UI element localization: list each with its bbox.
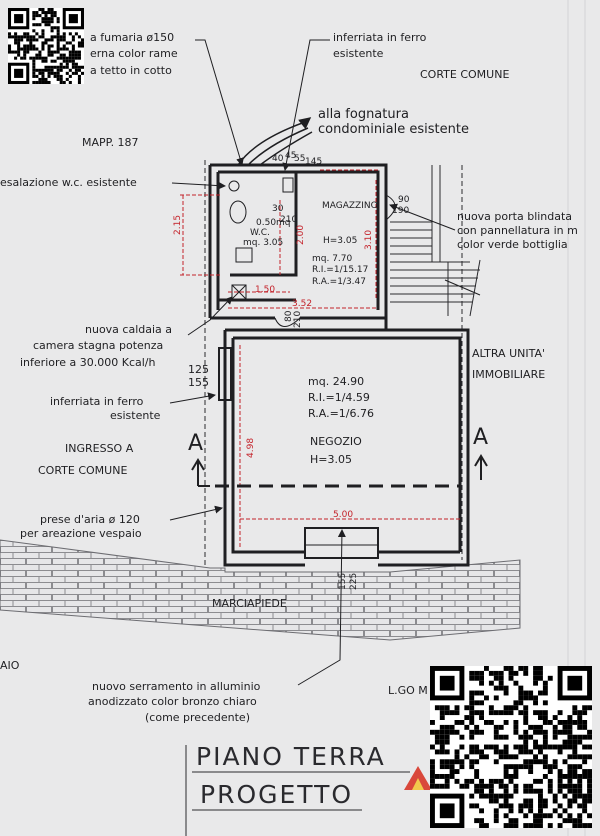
note-caldaia-3: inferiore a 30.000 Kcal/h: [20, 356, 156, 369]
note-altra-2: IMMOBILIARE: [472, 368, 545, 381]
dim-125: 125: [188, 363, 209, 376]
note-canna-fumaria-3: a tetto in cotto: [90, 64, 172, 77]
note-serramento-2: anodizzato color bronzo chiaro: [88, 695, 257, 708]
magazzino-ri: R.I.=1/15.17: [312, 265, 368, 275]
note-ingresso-2: CORTE COMUNE: [38, 464, 127, 477]
negozio-name: NEGOZIO: [310, 435, 362, 448]
qr-code-top-left-graphic: [8, 8, 84, 84]
note-porta-3: color verde bottiglia: [457, 238, 568, 251]
sewer-arrows: [237, 117, 313, 166]
dim-3-10: 3.10: [364, 230, 374, 250]
note-fognatura-1: alla fognatura: [318, 107, 409, 122]
dimension-texts: 40 45 55 145 30 210 2.15 2.00 3.10 90 19…: [173, 151, 410, 590]
negozio-ri: R.I.=1/4.59: [308, 391, 370, 404]
qr-code-bottom-right: [430, 666, 592, 828]
note-esalazione: esalazione w.c. esistente: [0, 176, 137, 189]
left-window: [218, 347, 232, 401]
dim-5-00: 5.00: [333, 510, 353, 520]
dim-225: 225: [349, 573, 359, 590]
magazzino-ra: R.A.=1/3.47: [312, 277, 366, 287]
dim-210a: 210: [280, 215, 297, 225]
negozio-ra: R.A.=1/6.76: [308, 407, 374, 420]
wc-fixtures: [228, 177, 294, 263]
dim-30: 30: [272, 204, 284, 214]
wc-vent: 0.50mq: [256, 218, 291, 228]
sidewalk-brick: [0, 539, 521, 641]
dim-155b: 155: [338, 573, 348, 590]
dim-80: 80: [284, 310, 294, 322]
stairs: [390, 165, 481, 317]
note-caldaia-1: nuova caldaia a: [85, 323, 172, 336]
qr-code-top-left: [8, 8, 84, 84]
wc-label: W.C.: [250, 228, 270, 238]
note-serramento-3: (come precedente): [145, 711, 250, 724]
note-ingresso-1: INGRESSO A: [65, 442, 134, 455]
title-line-2: PROGETTO: [200, 780, 353, 809]
note-aio: AIO: [0, 659, 20, 672]
negozio-area: mq. 24.90: [308, 375, 364, 388]
note-prese-1: prese d'aria ø 120: [40, 513, 140, 526]
dimension-lines: [180, 169, 460, 548]
note-corte-comune-top: CORTE COMUNE: [420, 68, 509, 81]
note-marciapiede: MARCIAPIEDE: [212, 597, 287, 610]
note-canna-fumaria-2: erna color rame: [90, 47, 178, 60]
dim-2-00: 2.00: [296, 225, 306, 245]
dim-40: 40: [272, 154, 284, 164]
note-porta-2: con pannellatura in m: [457, 224, 578, 237]
dim-1-50: 1.50: [255, 285, 275, 295]
note-mapp: MAPP. 187: [82, 136, 139, 149]
note-lgo: L.GO M: [388, 684, 428, 697]
note-canna-fumaria-1: a fumaria ø150: [90, 31, 174, 44]
logo-icon: [404, 766, 432, 790]
note-inferriata-top-2: esistente: [333, 47, 384, 60]
section-label-left: A: [188, 431, 203, 456]
magazzino-name: MAGAZZINO: [322, 201, 378, 211]
magazzino-area: mq. 7.70: [312, 254, 353, 264]
note-inferriata-left-1: inferriata in ferro: [50, 395, 144, 408]
note-caldaia-2: camera stagna potenza: [33, 339, 163, 352]
wc-area: mq. 3.05: [243, 238, 283, 248]
dim-155a: 155: [188, 376, 209, 389]
dim-2-15: 2.15: [173, 215, 183, 235]
title-line-1: PIANO TERRA: [196, 742, 386, 771]
dim-3-52: 3.52: [292, 299, 312, 309]
note-porta-1: nuova porta blindata: [457, 210, 572, 223]
negozio-height: H=3.05: [310, 453, 352, 466]
dim-55: 55: [294, 154, 305, 164]
dim-90: 90: [398, 195, 410, 205]
note-altra-1: ALTRA UNITA': [472, 347, 545, 360]
section-arrows: [191, 454, 488, 487]
dim-210b: 210: [293, 311, 303, 328]
leader-lines: [169, 39, 481, 686]
dim-45: 45: [285, 151, 296, 161]
dim-4-98: 4.98: [246, 438, 256, 458]
magazzino-height: H=3.05: [323, 236, 357, 246]
note-inferriata-left-2: esistente: [110, 409, 161, 422]
note-fognatura-2: condominiale esistente: [318, 122, 469, 137]
section-label-right: A: [473, 425, 488, 450]
note-inferriata-top-1: inferriata in ferro: [333, 31, 427, 44]
property-lines: [204, 160, 463, 565]
qr-code-bottom-right-graphic: [430, 666, 592, 828]
dim-190: 190: [392, 206, 409, 216]
note-prese-2: per areazione vespaio: [20, 527, 142, 540]
dim-145: 145: [305, 157, 322, 167]
building-walls: [208, 163, 470, 567]
note-serramento-1: nuovo serramento in alluminio: [92, 680, 261, 693]
